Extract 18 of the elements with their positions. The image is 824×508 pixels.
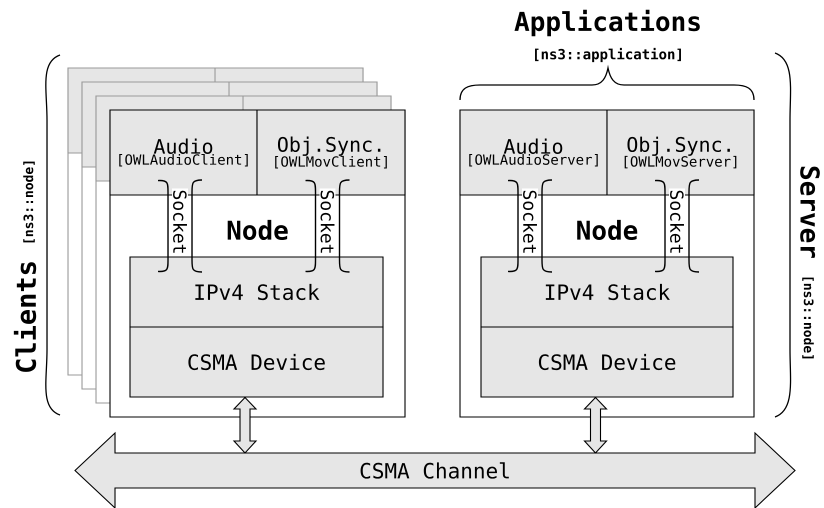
stack-layer-box: IPv4 Stack	[129, 256, 384, 328]
group-label: Server	[800, 166, 820, 258]
group-label: Applications	[514, 10, 700, 36]
socket-bracket	[654, 180, 666, 272]
edge-label: Socket	[522, 188, 538, 256]
group-label: [ns3::node]	[23, 162, 35, 242]
group-label: [ns3::application]	[535, 48, 681, 62]
group-label: [ns3::node]	[802, 278, 814, 358]
stack-layer-box: CSMA Device	[480, 326, 734, 398]
group-label: Clients	[14, 262, 36, 372]
edge-label: Socket	[320, 188, 336, 256]
stack-layer-box: IPv4 Stack	[480, 256, 734, 328]
edge-label: Socket	[172, 188, 188, 256]
socket-bracket	[306, 180, 316, 272]
stack-layer-box: CSMA Device	[129, 326, 384, 398]
socket-bracket	[508, 180, 519, 272]
socket-bracket	[158, 180, 169, 272]
edge-label: Socket	[669, 188, 685, 256]
